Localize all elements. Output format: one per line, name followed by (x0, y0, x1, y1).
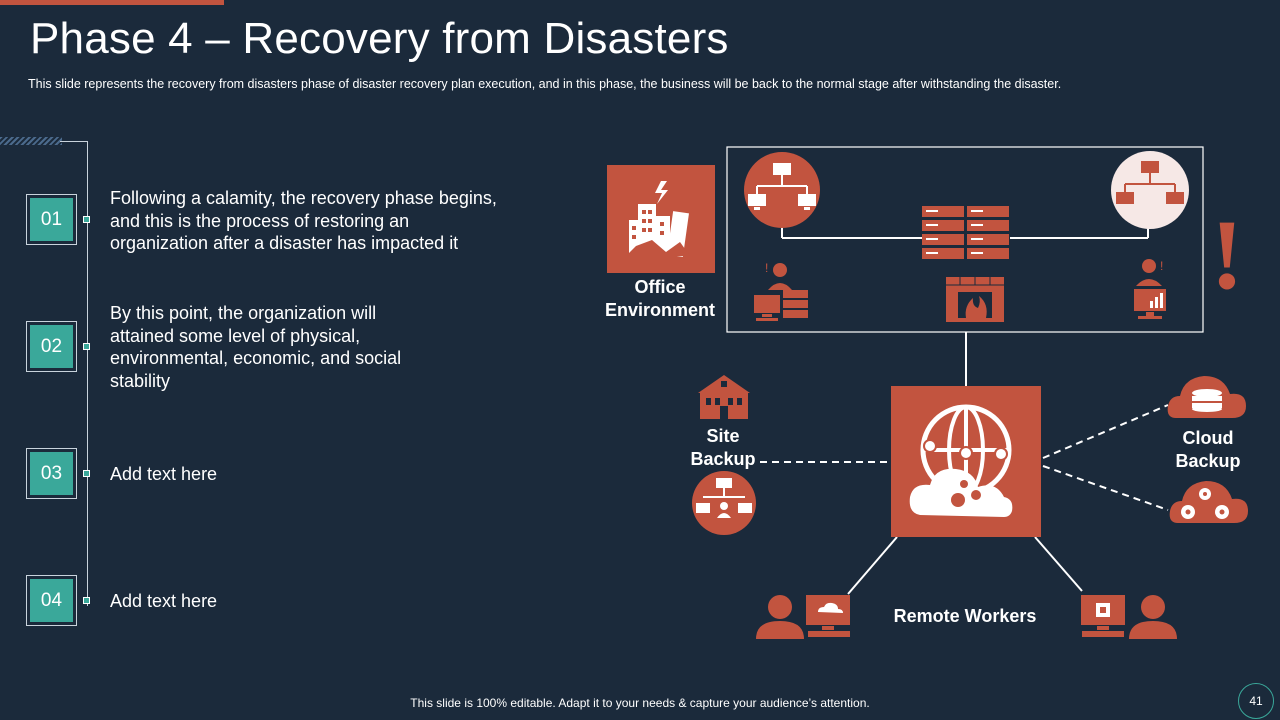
worker-server-icon: ! (754, 261, 808, 321)
server-rack-icon (922, 206, 1009, 259)
timeline-dot-2 (83, 343, 90, 350)
remote-workers-label: Remote Workers (893, 606, 1037, 626)
cloud-database-icon (1167, 376, 1246, 418)
timeline-line (87, 141, 88, 606)
footer-note: This slide is 100% editable. Adapt it to… (410, 696, 870, 710)
office-frame (726, 146, 1204, 333)
timeline-dot-4 (83, 597, 90, 604)
step-number-3: 03 (30, 452, 73, 495)
remote-worker-right-icon (1081, 595, 1177, 639)
step-text-3: Add text here (110, 464, 218, 484)
step-text-1: Following a calamity, the recovery phase… (110, 188, 497, 253)
svg-text:!: ! (1160, 259, 1163, 273)
worker-chart-icon: ! (1134, 259, 1166, 319)
page-subtitle: This slide represents the recovery from … (28, 77, 1062, 91)
exclamation-mark: ! (1210, 199, 1243, 310)
office-building-icon (607, 165, 715, 273)
step-number-box-3: 03 (26, 448, 77, 499)
top-accent-bar (0, 0, 224, 5)
timeline-connector (60, 141, 88, 142)
step-number-4: 04 (30, 579, 73, 622)
step-number-box-2: 02 (26, 321, 77, 372)
remote-worker-left-icon (756, 595, 850, 639)
page-number: 41 (1238, 683, 1274, 719)
cloud-gears-icon (1169, 481, 1248, 523)
network-circle-right-icon (1111, 151, 1189, 229)
step-number-2: 02 (30, 325, 73, 368)
step-number-1: 01 (30, 198, 73, 241)
timeline-dot-1 (83, 216, 90, 223)
fireplace-icon (946, 277, 1004, 322)
svg-text:!: ! (765, 261, 768, 275)
site-backup-building-icon (698, 375, 750, 419)
step-text-2: By this point, the organization will att… (110, 303, 402, 391)
network-circle-left-icon (744, 152, 820, 228)
hatch-decoration (0, 137, 62, 145)
timeline-dot-3 (83, 470, 90, 477)
step-number-box-1: 01 (26, 194, 77, 245)
page-title: Phase 4 – Recovery from Disasters (30, 14, 729, 63)
step-number-box-4: 04 (26, 575, 77, 626)
cloud-globe-icon (891, 386, 1041, 537)
site-backup-network-icon (692, 471, 756, 535)
step-text-4: Add text here (110, 591, 218, 611)
